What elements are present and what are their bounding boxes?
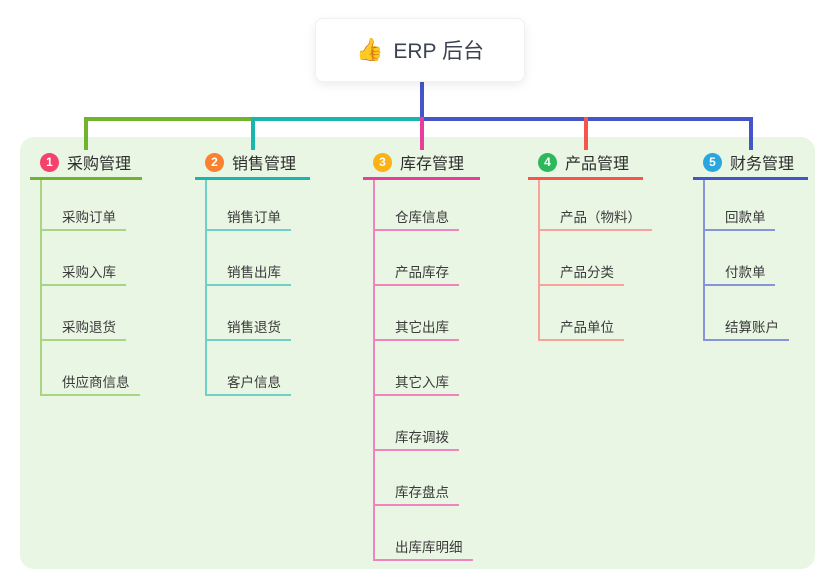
child-underline: [538, 284, 624, 286]
child-underline: [205, 284, 291, 286]
branch-node-库存管理[interactable]: 3 库存管理: [363, 149, 480, 175]
branch-label: 采购管理: [67, 156, 132, 173]
bus-line-segment: [250, 117, 424, 121]
child-node-出库库明细[interactable]: 出库库明细: [395, 540, 463, 555]
branch-underline: [693, 177, 808, 180]
branch-drop-line: [748, 117, 753, 150]
root-node[interactable]: 👍 ERP 后台: [315, 18, 525, 82]
child-node-产品单位[interactable]: 产品单位: [560, 320, 614, 335]
child-node-销售订单[interactable]: 销售订单: [227, 210, 281, 225]
children-connector-line: [373, 180, 375, 561]
child-node-销售出库[interactable]: 销售出库: [227, 265, 281, 280]
child-node-采购入库[interactable]: 采购入库: [62, 265, 116, 280]
children-connector-line: [205, 180, 207, 396]
branch-drop-line: [419, 117, 424, 150]
child-underline: [373, 284, 459, 286]
branch-number-badge: 5: [703, 152, 722, 172]
child-underline: [373, 504, 459, 506]
branch-underline: [195, 177, 310, 180]
child-node-销售退货[interactable]: 销售退货: [227, 320, 281, 335]
branch-label: 产品管理: [565, 156, 630, 173]
child-underline: [538, 339, 624, 341]
child-node-产品（物料）[interactable]: 产品（物料）: [560, 210, 641, 225]
branch-node-销售管理[interactable]: 2 销售管理: [195, 149, 310, 175]
child-underline: [40, 229, 126, 231]
child-node-其它出库[interactable]: 其它出库: [395, 320, 449, 335]
branch-node-财务管理[interactable]: 5 财务管理: [693, 149, 808, 175]
child-underline: [40, 284, 126, 286]
child-node-供应商信息[interactable]: 供应商信息: [62, 375, 130, 390]
child-node-库存盘点[interactable]: 库存盘点: [395, 485, 449, 500]
branch-label: 财务管理: [730, 156, 795, 173]
child-underline: [373, 229, 459, 231]
child-node-付款单[interactable]: 付款单: [725, 265, 766, 280]
child-underline: [703, 229, 775, 231]
branch-label: 销售管理: [232, 156, 297, 173]
children-connector-line: [40, 180, 42, 396]
branch-number-badge: 3: [373, 152, 392, 172]
root-connector-line: [419, 82, 424, 121]
branch-number-badge: 4: [538, 152, 557, 172]
children-connector-line: [703, 180, 705, 341]
child-underline: [703, 284, 775, 286]
branch-underline: [528, 177, 643, 180]
child-node-产品库存[interactable]: 产品库存: [395, 265, 449, 280]
child-node-回款单[interactable]: 回款单: [725, 210, 766, 225]
branch-underline: [363, 177, 480, 180]
child-node-客户信息[interactable]: 客户信息: [227, 375, 281, 390]
child-node-采购订单[interactable]: 采购订单: [62, 210, 116, 225]
child-node-仓库信息[interactable]: 仓库信息: [395, 210, 449, 225]
branch-node-采购管理[interactable]: 1 采购管理: [30, 149, 142, 175]
branch-drop-line: [250, 117, 255, 150]
child-node-其它入库[interactable]: 其它入库: [395, 375, 449, 390]
child-node-采购退货[interactable]: 采购退货: [62, 320, 116, 335]
children-connector-line: [538, 180, 540, 341]
branch-node-产品管理[interactable]: 4 产品管理: [528, 149, 643, 175]
child-underline: [373, 449, 459, 451]
child-node-结算账户[interactable]: 结算账户: [725, 320, 779, 335]
root-node-label: ERP 后台: [393, 40, 485, 63]
child-underline: [40, 394, 140, 396]
child-underline: [373, 559, 473, 561]
child-node-产品分类[interactable]: 产品分类: [560, 265, 614, 280]
branch-drop-line: [583, 117, 588, 150]
child-underline: [538, 229, 652, 231]
child-node-库存调拨[interactable]: 库存调拨: [395, 430, 449, 445]
child-underline: [205, 394, 291, 396]
child-underline: [205, 229, 291, 231]
branch-label: 库存管理: [400, 156, 465, 173]
branch-number-badge: 1: [40, 152, 59, 172]
child-underline: [703, 339, 789, 341]
branches-panel: [20, 137, 815, 569]
bus-line-segment: [86, 117, 255, 121]
branch-drop-line: [84, 117, 88, 150]
child-underline: [373, 339, 459, 341]
thumbs-up-icon: 👍: [355, 37, 384, 62]
child-underline: [205, 339, 291, 341]
child-underline: [373, 394, 459, 396]
branch-number-badge: 2: [205, 152, 224, 172]
branch-underline: [30, 177, 142, 180]
child-underline: [40, 339, 126, 341]
